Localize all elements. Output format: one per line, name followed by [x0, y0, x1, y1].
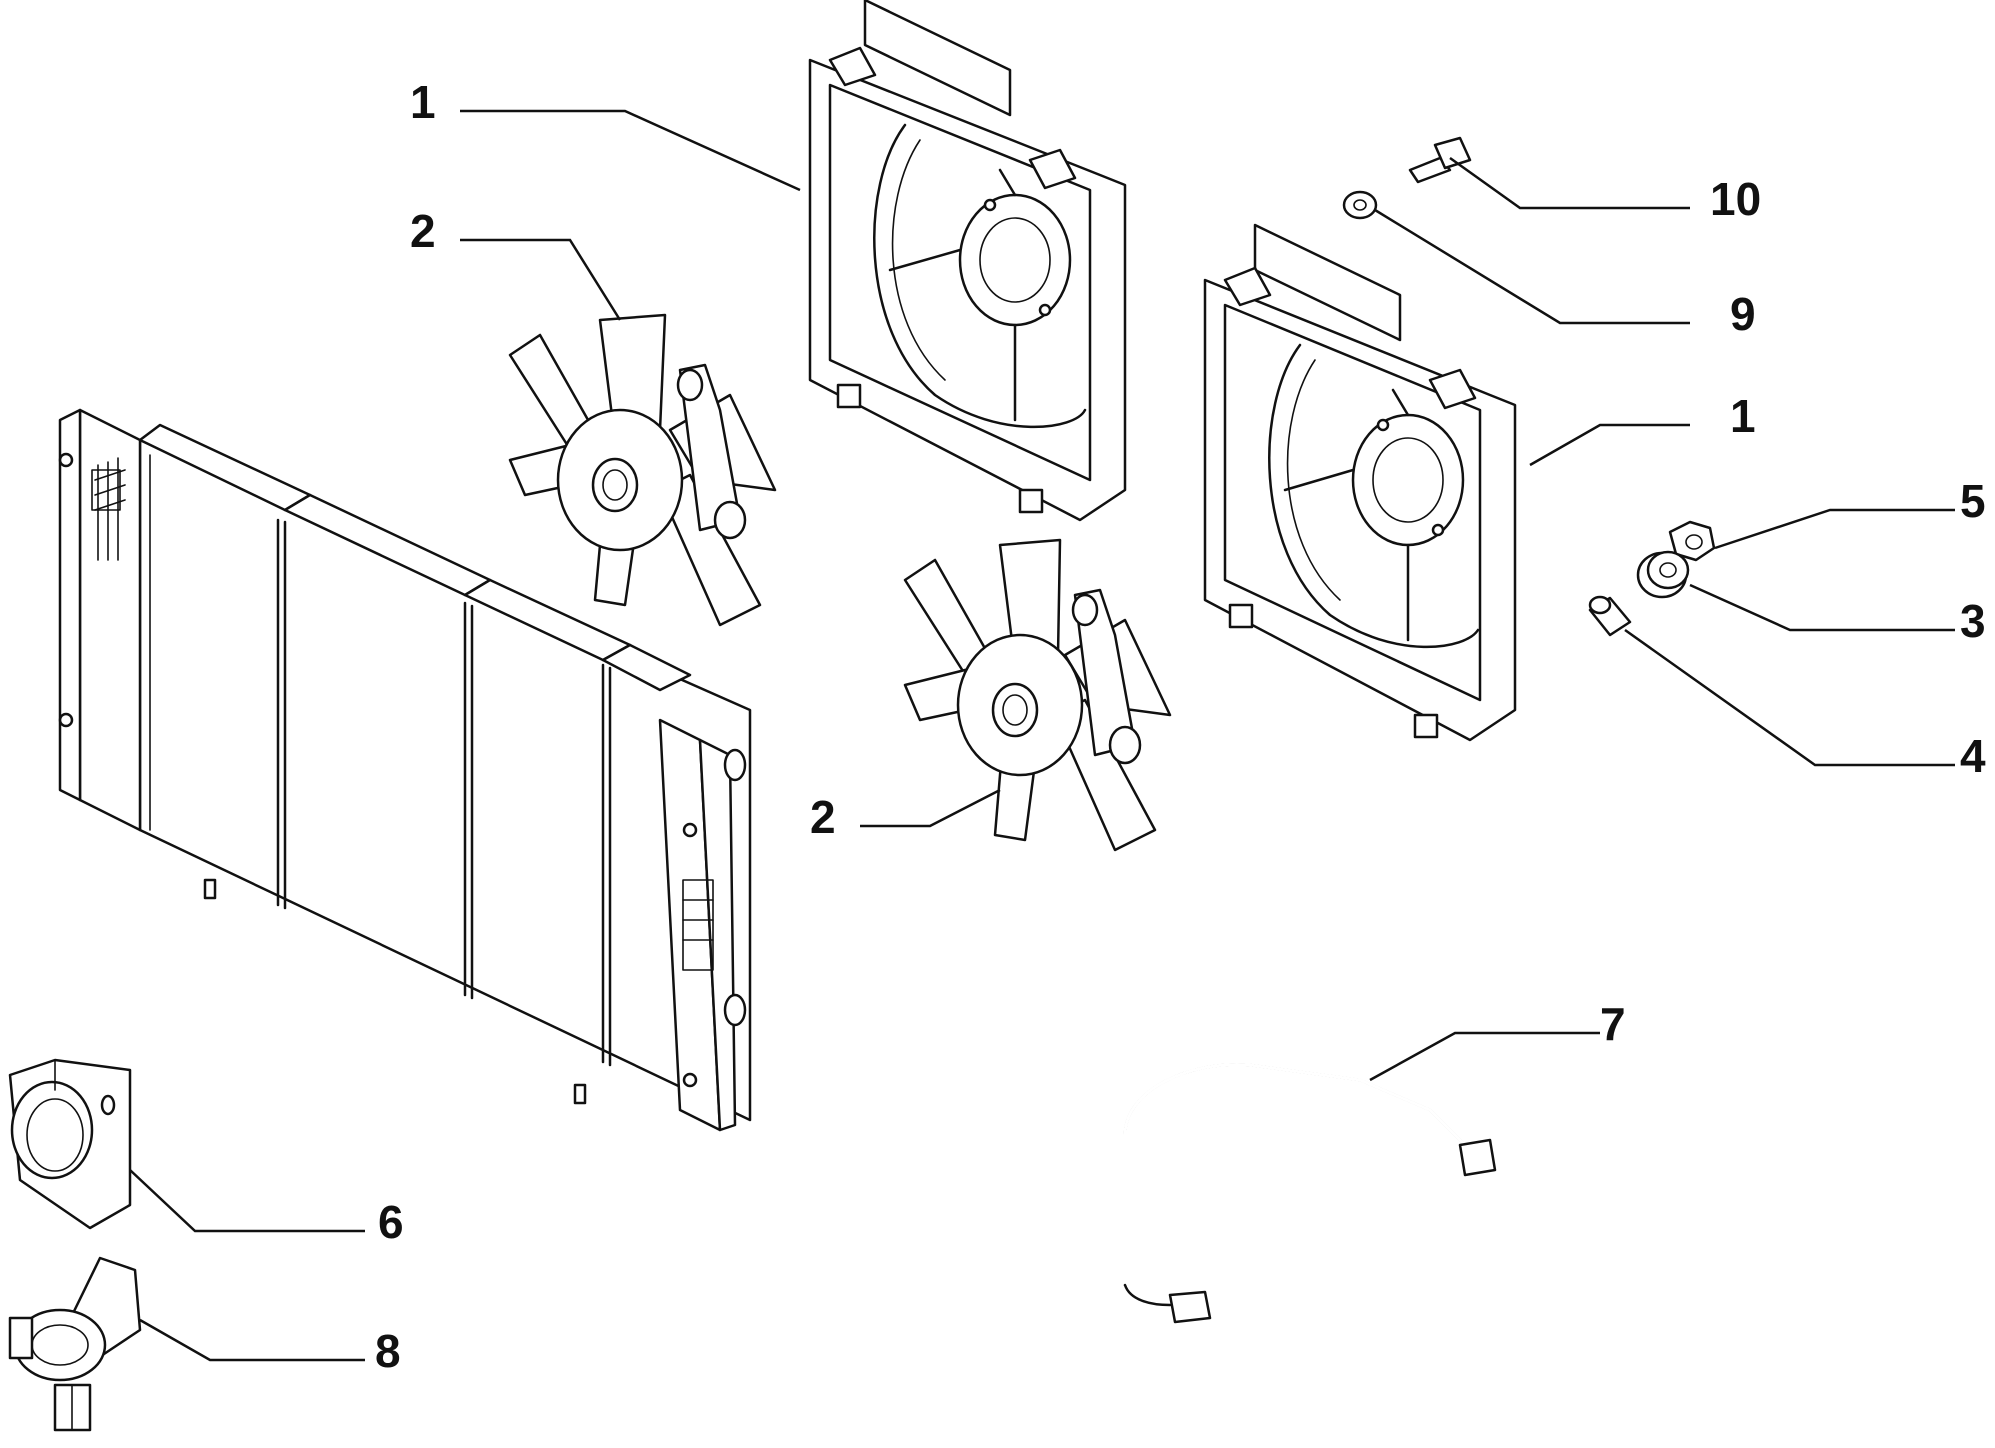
fan-lower-icon	[903, 538, 1172, 852]
leader-10	[1449, 156, 1690, 210]
leader-3	[1689, 583, 1955, 632]
leader-9	[1374, 208, 1690, 325]
callout-10: 10	[1710, 173, 1761, 225]
callout-8: 8	[375, 1325, 401, 1377]
callout-3: 3	[1960, 595, 1986, 647]
callout-6: 6	[378, 1196, 404, 1248]
clip-icon	[8, 1256, 142, 1432]
bolt-icon	[1408, 136, 1472, 184]
leader-5	[1714, 508, 1955, 550]
leader-7	[1369, 1031, 1600, 1082]
wiring-harness-icon	[1123, 1062, 1497, 1324]
radiator-icon	[58, 408, 752, 1132]
grommet-icon	[1636, 550, 1690, 599]
callout-2-upper: 2	[410, 205, 436, 257]
fan-shroud-right-icon	[1203, 223, 1517, 742]
bracket-icon	[8, 1058, 132, 1230]
washer-icon	[1342, 190, 1378, 220]
leader-1-right	[1529, 423, 1690, 467]
callout-2-lower: 2	[810, 791, 836, 843]
callout-1-left: 1	[410, 76, 436, 128]
callout-5: 5	[1960, 475, 1986, 527]
leader-2-upper	[460, 238, 622, 321]
fan-shroud-left-icon	[808, 0, 1127, 522]
callout-4: 4	[1960, 730, 1986, 782]
fan-upper-icon	[508, 313, 777, 627]
leader-2-lower	[860, 788, 1001, 828]
callout-9: 9	[1730, 288, 1756, 340]
spacer-icon	[1588, 595, 1632, 637]
leader-1-left	[460, 109, 801, 192]
leader-6	[129, 1169, 365, 1233]
callout-numbers: 1 1 2 2 3 4 5 6 7 8 9 10	[375, 76, 1986, 1377]
leader-8	[139, 1318, 365, 1362]
callout-1-right: 1	[1730, 390, 1756, 442]
leader-lines	[129, 109, 1955, 1362]
callout-7: 7	[1600, 998, 1626, 1050]
leader-4	[1624, 628, 1955, 767]
